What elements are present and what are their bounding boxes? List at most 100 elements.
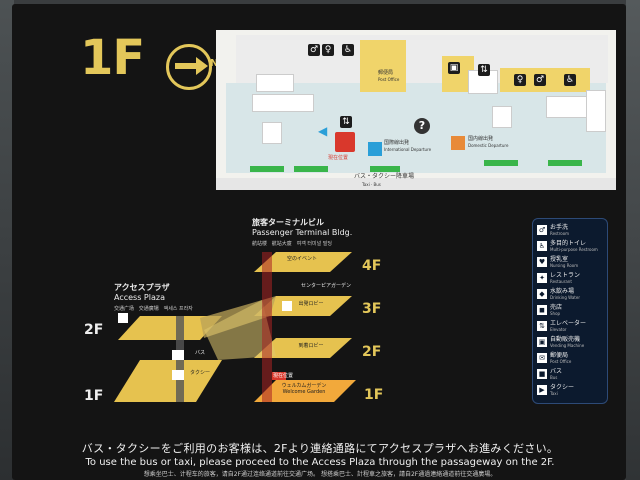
accessible-icon: ♿ [564, 74, 576, 86]
legend-label: エレベーター [550, 320, 587, 327]
plaza-label-1f: 1F [84, 388, 104, 404]
map-post-office-label-en: Post Office [378, 77, 400, 82]
plaza-2f-slab [118, 316, 222, 340]
plate-3f-b-label: 出発ロビー [298, 301, 324, 307]
legend-label: 自動販売機 [550, 336, 581, 343]
map-exit-strip [294, 166, 328, 172]
map-post-office-label: 郵便局 [378, 70, 394, 76]
plate-3f-b: 出発ロビー [286, 301, 336, 311]
floor-4f-slab [254, 252, 352, 272]
legend-label: お手洗 [550, 224, 569, 231]
terminal-title-en: Passenger Terminal Bldg. [252, 228, 353, 237]
parking-icon [118, 313, 128, 323]
legend-label: 郵便局 [550, 352, 569, 359]
plate-bus: バス [188, 350, 212, 358]
floor-map: 郵便局 Post Office ♂ ♀ ♿ ▣ ⇅ ♀ ♂ ♿ ⇅ ◀ 現在位置… [216, 30, 616, 190]
map-exit-strip [548, 160, 582, 166]
vending-icon: ▣ [448, 62, 460, 74]
legend-label-en: Restroom [550, 231, 570, 236]
plaza-1f-slab [114, 360, 222, 402]
map-stairs-left [262, 122, 282, 144]
floor-label-2f: 2F [362, 344, 382, 360]
map-stairs [492, 106, 512, 128]
here-marker-icon [272, 372, 286, 380]
legend-label-en: Vending Machine [550, 343, 585, 348]
legend-label-en: Restaurant [550, 279, 572, 284]
intl-departure-label: 国際線出発 [384, 140, 410, 146]
restroom-icon: ♂ [534, 74, 546, 86]
plate-1f: ウェルカムガーデン Welcome Garden [274, 383, 334, 395]
map-road [216, 178, 616, 190]
notice-japanese: バス・タクシーをご利用のお客様は、2Fより連絡通路にてアクセスプラザへお進みくだ… [81, 442, 559, 455]
plate-here-label: 現在位置 [272, 373, 293, 379]
floor-2f-slab [254, 338, 352, 358]
map-exit-strip [370, 166, 400, 172]
plate-bus-label: バス [194, 350, 205, 356]
access-plaza-title-en: Access Plaza [114, 293, 165, 302]
terminal-title: 旅客ターミナルビル Passenger Terminal Bldg. [252, 218, 352, 238]
bus-taxi-notice: バス・タクシーをご利用のお客様は、2Fより連絡通路にてアクセスプラザへお進みくだ… [14, 440, 626, 478]
plate-2f-label: 到着ロビー [298, 343, 324, 349]
plate-here: 現在位置 [268, 373, 298, 381]
bus-taxi-label-en: Taxi · Bus [362, 182, 381, 187]
legend-label: レストラン [550, 272, 581, 279]
plate-1f-label: ウェルカムガーデン [281, 383, 327, 389]
notice-chinese: 想乘坐巴士、计程车的旅客，请自2F通过连络通道前往交通广场。 想搭乘巴士、計程車… [143, 471, 497, 478]
legend-label-en: Drinking Water [550, 295, 580, 300]
left-window-frame [0, 0, 14, 480]
legend-label: 授乳室 [550, 256, 569, 263]
plate-1f-label-en: Welcome Garden [282, 389, 326, 395]
bus-icon [172, 350, 184, 360]
map-room-left [256, 74, 294, 92]
passageway-lower [204, 300, 276, 360]
map-exit-strip [484, 160, 518, 166]
legend-label: 売店 [550, 304, 563, 311]
floor-indicator: 1F [80, 30, 145, 86]
floor-3f-slab [254, 296, 352, 316]
legend-label: 多目的トイレ [550, 240, 587, 247]
plate-3f-a: センターピアガーデン [296, 283, 356, 291]
legend-label-en: Nursing Room [550, 263, 579, 268]
map-stairs-right [586, 90, 606, 132]
information-icon: ? [414, 118, 430, 134]
intl-departure-label-en: International Departure [384, 147, 432, 152]
restroom-icon: ♀ [322, 44, 334, 56]
elevator-shaft [262, 252, 272, 402]
legend-icon: ♿ [537, 241, 547, 251]
legend-label-en: Multi-purpose Restroom [550, 247, 598, 252]
legend-icon: ⇅ [537, 321, 547, 331]
terminal-korean: 여객 터미널 빌딩 [296, 241, 332, 247]
access-plaza-translations: 交通广场 交通廣場 액세스 프라자 [114, 305, 193, 312]
dom-departure-label-en: Domestic Departure [468, 143, 509, 148]
right-window-frame [626, 0, 640, 480]
floor-3f-icon [282, 301, 292, 311]
map-exit-strip [250, 166, 284, 172]
restroom-icon: ♂ [308, 44, 320, 56]
plate-taxi: タクシー [188, 370, 212, 378]
plate-2f: 到着ロビー [286, 343, 336, 353]
floor-label-1f: 1F [364, 387, 384, 403]
legend-label-en: Elevator [550, 327, 567, 332]
legend-icon: ✉ [537, 353, 547, 363]
floor-label-3f: 3F [362, 301, 382, 317]
